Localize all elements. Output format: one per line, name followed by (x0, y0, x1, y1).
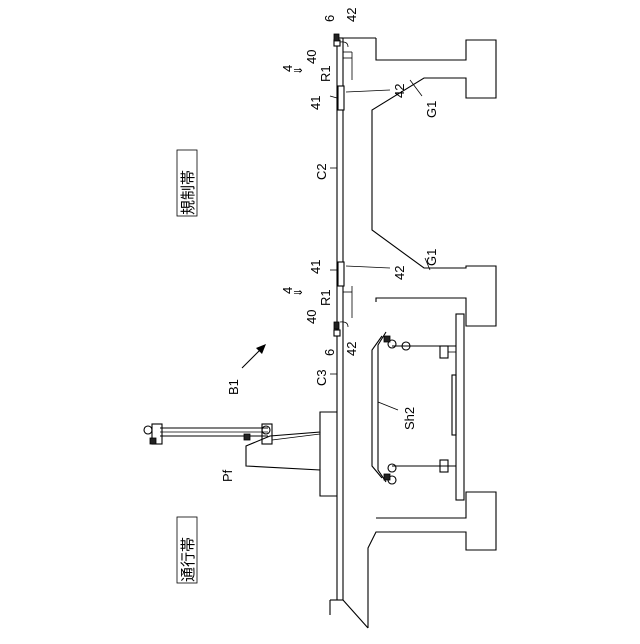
label-pf: Pf (220, 469, 235, 482)
label-42-a: 42 (344, 8, 359, 22)
label-41-top: 41 (308, 96, 323, 110)
label-r1-mid: R1 (318, 289, 333, 306)
label-g1-mid: G1 (424, 249, 439, 266)
girder-bottom (330, 492, 496, 628)
label-zone-traffic: 通行帯 (180, 537, 197, 582)
labels: 規制帯 通行帯 B1 C2 C3 Pf Sh2 G1 G1 4 ⇓ 4 ⇓ 6 … (177, 8, 439, 583)
label-41-mid: 41 (308, 260, 323, 274)
label-42-c: 42 (392, 266, 407, 280)
deck-slab (337, 38, 376, 600)
label-zone-regulated: 規制帯 (180, 170, 197, 215)
label-b1: B1 (226, 379, 241, 395)
label-40-mid: 40 (304, 310, 319, 324)
label-42-d: 42 (344, 342, 359, 356)
shield-sh2 (372, 314, 464, 500)
label-arrow-4-top: ⇓ (293, 66, 305, 75)
b1-arrow (242, 344, 266, 368)
girder-g1-top (372, 38, 496, 326)
label-arrow-4-mid: ⇓ (293, 288, 305, 297)
label-40-top: 40 (304, 50, 319, 64)
label-6-mid: 6 (322, 349, 337, 356)
label-sh2: Sh2 (402, 407, 417, 430)
leader-lines (330, 80, 430, 410)
label-c3: C3 (314, 369, 329, 386)
platform-pf (144, 412, 337, 496)
label-6-top: 6 (322, 15, 337, 22)
label-c2: C2 (314, 163, 329, 180)
label-r1-top: R1 (318, 65, 333, 82)
label-g1-top: G1 (424, 101, 439, 118)
label-42-b: 42 (392, 84, 407, 98)
